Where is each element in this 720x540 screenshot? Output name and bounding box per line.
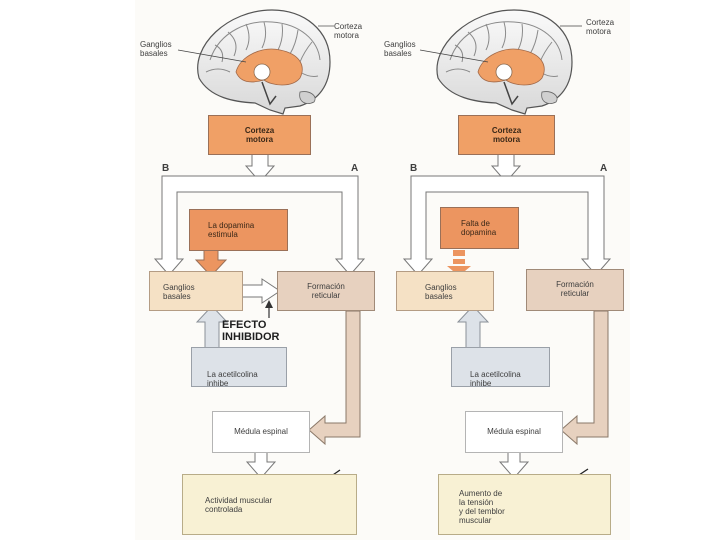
arrow-cortex-down-right [490, 153, 522, 183]
arrow-reticular-to-spinal-right [560, 310, 609, 446]
arrow-spinal-to-output-left [245, 451, 277, 479]
arrow-ach-left [195, 305, 229, 351]
cortex-box-right: Corteza motora [458, 115, 555, 155]
brain-label-cortex-right: Corteza motora [586, 18, 615, 36]
brain-illustration-left [177, 9, 334, 115]
basal-ganglia-box-right: Ganglios basales [396, 271, 494, 311]
arrow-reticular-to-spinal-left [308, 310, 361, 446]
inhibitor-pointer-head-left [265, 300, 273, 308]
reticular-formation-box-left: Formación reticular [277, 271, 375, 311]
arrow-spinal-to-output-right [498, 451, 530, 479]
output-box-right: Aumento de la tensión y del temblor musc… [438, 474, 611, 535]
spinal-cord-box-left: Médula espinal [212, 411, 310, 453]
path-a-label-right: A [600, 163, 608, 174]
arrow-paths-left [153, 175, 366, 276]
arrow-cortex-down-left [244, 153, 276, 183]
cortex-box-left: Corteza motora [208, 115, 311, 155]
arrow-dopamine-left [194, 249, 228, 277]
inhibitor-effect-label: EFECTO INHIBIDOR [222, 319, 280, 343]
basal-ganglia-box-left: Ganglios basales [149, 271, 243, 311]
brain-label-cortex-left: Corteza motora [334, 22, 363, 40]
dopamine-lack-box-right: Falta de dopamina [440, 207, 519, 249]
acetylcholine-box-right: La acetilcolina inhibe [451, 347, 550, 388]
arrow-paths-right [402, 175, 612, 276]
spinal-cord-box-right: Médula espinal [465, 411, 563, 453]
path-b-label-right: B [410, 163, 418, 174]
dopamine-box-left: La dopamina estimula [189, 209, 288, 251]
brain-illustration-right [419, 9, 582, 115]
output-box-left: Actividad muscular controlada [182, 474, 357, 535]
path-a-label-left: A [351, 163, 359, 174]
brain-label-basal-left: Ganglios basales [140, 40, 172, 58]
arrow-basal-to-reticular [241, 278, 281, 304]
reticular-formation-box-right: Formación reticular [526, 269, 624, 311]
arrow-ach-right [456, 305, 490, 351]
acetylcholine-box-left: La acetilcolina inhibe [191, 347, 287, 388]
path-b-label-left: B [162, 163, 170, 174]
brain-label-basal-right: Ganglios basales [384, 40, 416, 58]
